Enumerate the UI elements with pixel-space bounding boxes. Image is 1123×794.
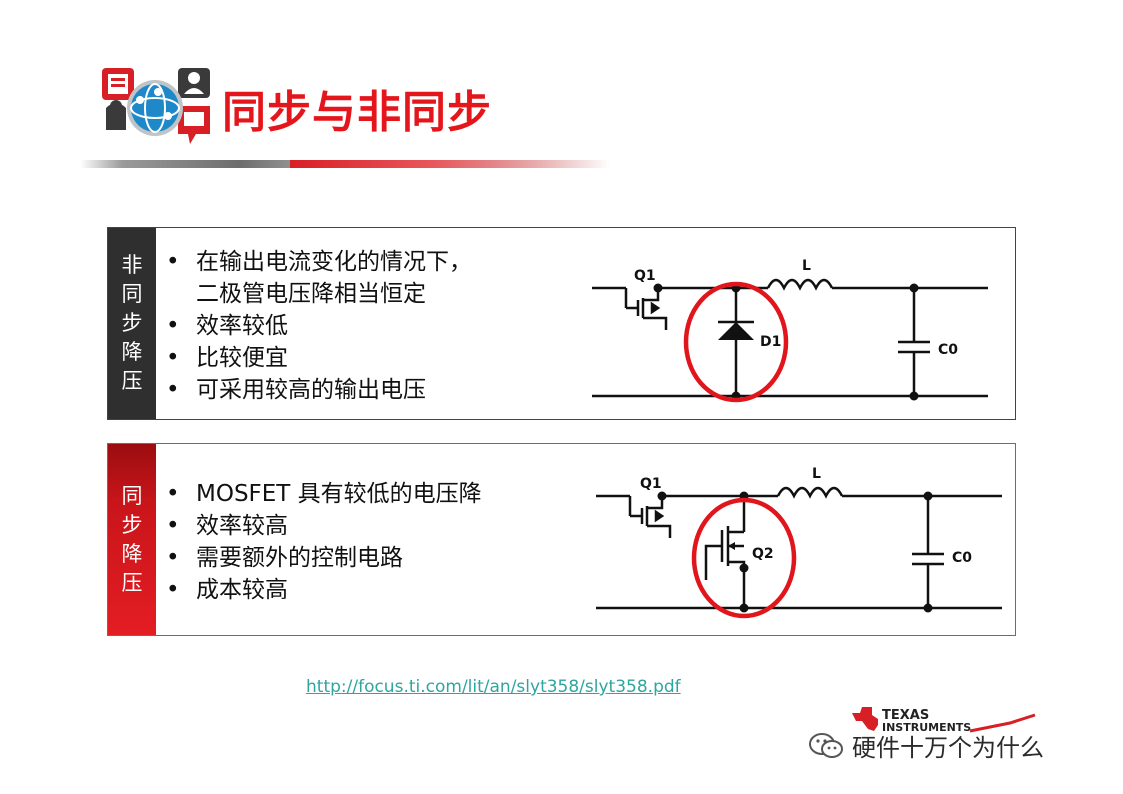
label-q2: Q2 (752, 546, 774, 562)
list-item: •效率较高 (166, 513, 288, 539)
svg-text:INSTRUMENTS: INSTRUMENTS (882, 721, 971, 733)
list-item: •在输出电流变化的情况下， (166, 249, 472, 275)
list-item: •MOSFET 具有较低的电压降 (166, 481, 482, 507)
side-label-async: 非同步降压 (108, 228, 156, 419)
wechat-icon (809, 732, 843, 758)
label-c0: C0 (952, 550, 972, 566)
presentation-logo-icon (102, 68, 210, 144)
side-label-sync-text: 同步降压 (121, 483, 143, 595)
slide-title: 同步与非同步 (222, 87, 492, 138)
sync-buck-circuit-diagram: Q1 L Q2 C0 (596, 466, 1002, 619)
label-c0: C0 (938, 342, 958, 358)
label-inductor: L (802, 258, 811, 274)
label-q1: Q1 (640, 476, 662, 492)
list-item: •成本较高 (166, 577, 288, 603)
side-label-sync: 同步降压 (108, 444, 156, 635)
texas-instruments-logo-icon: TEXAS INSTRUMENTS (852, 707, 1036, 733)
list-item: 二极管电压降相当恒定 (196, 281, 426, 307)
list-item: •比较便宜 (166, 345, 288, 371)
svg-text:TEXAS: TEXAS (882, 708, 929, 723)
source-link[interactable]: http://focus.ti.com/lit/an/slyt358/slyt3… (306, 677, 681, 697)
label-inductor: L (812, 466, 821, 482)
bullet-list-sync: •MOSFET 具有较低的电压降 •效率较高 •需要额外的控制电路 •成本较高 (166, 478, 482, 606)
side-label-async-text: 非同步降压 (121, 253, 143, 393)
list-item: •效率较低 (166, 313, 288, 339)
panel-sync-buck: 同步降压 •MOSFET 具有较低的电压降 •效率较高 •需要额外的控制电路 •… (107, 443, 1016, 636)
panel-async-buck: 非同步降压 •在输出电流变化的情况下， 二极管电压降相当恒定 •效率较低 •比较… (107, 227, 1016, 420)
watermark: 硬件十万个为什么 (808, 728, 1044, 763)
title-underline-accent (290, 160, 610, 168)
list-item: •需要额外的控制电路 (166, 545, 403, 571)
list-item: •可采用较高的输出电压 (166, 377, 426, 403)
bullet-list-async: •在输出电流变化的情况下， 二极管电压降相当恒定 •效率较低 •比较便宜 •可采… (166, 246, 472, 406)
async-buck-circuit-diagram: Q1 L D1 C0 (592, 258, 988, 403)
watermark-text: 硬件十万个为什么 (852, 734, 1044, 762)
label-q1: Q1 (634, 268, 656, 284)
label-d1: D1 (760, 334, 781, 350)
